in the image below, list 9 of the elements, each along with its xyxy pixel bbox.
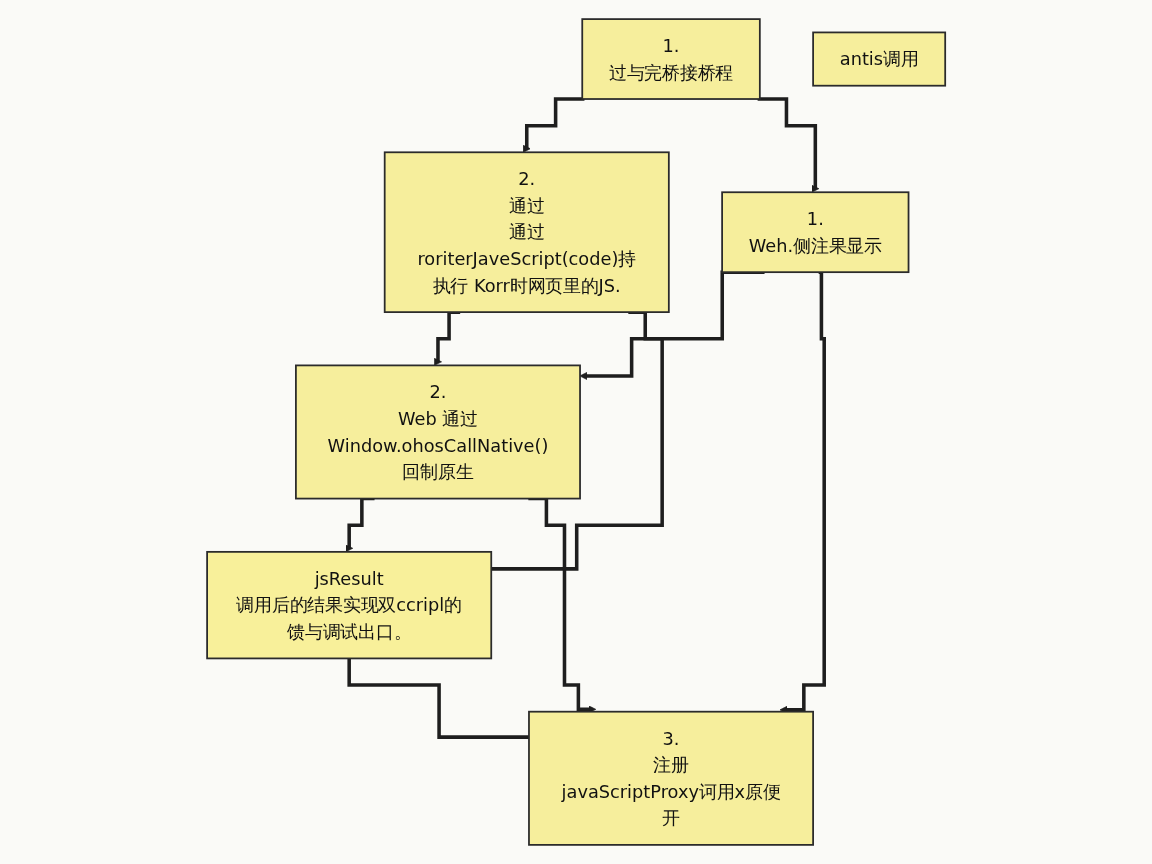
arrow [522, 97, 585, 153]
node-box: 3. 注册 javaScriptProxy诃用x原便开 [527, 710, 814, 846]
node-box: antis调用 [812, 31, 946, 87]
node-box: jsResult 调用后的结果实现双ccripl的馈与调试出口。 [206, 550, 492, 660]
node-box: 2. Web 通过 Window.ohosCallNative()回制原生 [294, 364, 581, 500]
node-box: 1. 过与完桥接桥程 [581, 18, 761, 100]
arrow [757, 97, 820, 193]
node-box: 1. Weh.侧注果显示 [721, 191, 910, 274]
node-box: 2. 通过 通过roriterJaveScript(code)持执行 Korr时网页里的JS. [383, 151, 670, 313]
